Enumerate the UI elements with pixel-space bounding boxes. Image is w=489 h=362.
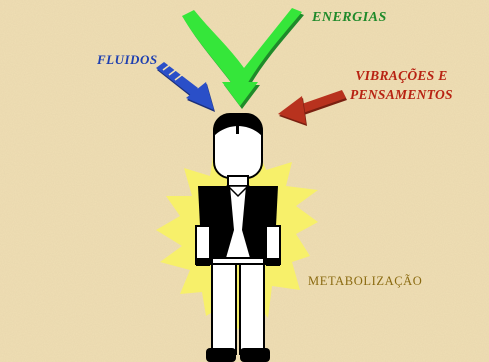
vibracoes-label-line1: VIBRAÇÕES E: [350, 66, 453, 85]
energias-label: ENERGIAS: [312, 10, 387, 26]
vibracoes-label-line2: PENSAMENTOS: [350, 85, 453, 104]
vibracoes-label: VIBRAÇÕES E PENSAMENTOS: [350, 66, 453, 104]
metabolizacao-label: METABOLIZAÇÃO: [308, 274, 422, 289]
fluidos-label: FLUIDOS: [97, 52, 158, 68]
